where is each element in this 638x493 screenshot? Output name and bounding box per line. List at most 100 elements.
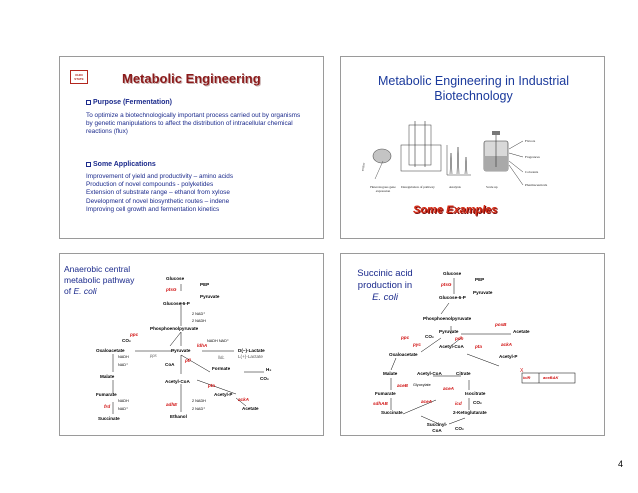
node-malate: Malate [100, 374, 115, 379]
gene-icd: icd [455, 401, 462, 406]
slide-title: Metabolic Engineering in Industrial Biot… [377, 74, 570, 103]
product-fragrances: Fragrances [525, 155, 540, 159]
label-nad1: 2 NAD⁺ [192, 312, 206, 316]
node-succinyl-coa: Succinyl-CoA [426, 422, 448, 433]
gene-aceB: aceB [397, 383, 408, 388]
node-oxaloacetate: Oxaloacetate [96, 348, 125, 353]
bioprocess-illustration [372, 121, 524, 186]
title-line: E. coli [345, 292, 425, 304]
node-pep-top: PEP [200, 282, 210, 287]
applications-heading: Some Applications [86, 161, 156, 168]
caption-deregulation: Deregulation of pathway [401, 185, 435, 189]
slide-title: Anaerobic central metabolic pathway of E… [64, 264, 154, 297]
title-line: metabolic pathway [64, 275, 135, 285]
application-item: Development of novel biosynthetic routes… [86, 197, 230, 205]
regulation-box [521, 372, 576, 384]
purpose-heading-text: Purpose (Fermentation) [93, 99, 172, 106]
label-co2: CO₂ [122, 338, 131, 343]
knockout-mark-icon: X [520, 368, 524, 374]
some-examples-heading: Some Examples [413, 204, 498, 216]
node-succinate: Succinate [381, 410, 403, 415]
node-acetate: Acetate [242, 406, 259, 411]
node-succinate: Succinate [98, 416, 120, 421]
node-oxaloacetate: Oxaloacetate [389, 352, 418, 357]
caption-analysis: Analysis [449, 185, 461, 189]
node-ethanol: Ethanol [170, 414, 187, 419]
label-nadh4: 2 NADH [192, 399, 206, 403]
product-flavors: Flavors [525, 139, 536, 143]
gene-aceA: aceA [443, 386, 454, 391]
checkbox-bullet-icon [86, 162, 91, 167]
label-co2c: CO₂ [455, 426, 464, 431]
title-line: Succinic acid [357, 268, 413, 279]
gene-pdh: pdh [455, 336, 464, 341]
node-formate: Formate [212, 366, 231, 371]
slide-title: Succinic acid production in E. coli [345, 268, 425, 304]
node-acetyl-coa: Acetyl-CoA [165, 379, 190, 384]
applications-heading-text: Some Applications [93, 161, 156, 168]
node-g6p: Glucose-6-P [439, 295, 466, 300]
node-isocitrate: Isocitrate [465, 391, 486, 396]
node-g6p: Glucose-6-P [163, 301, 190, 306]
checkbox-bullet-icon [86, 100, 91, 105]
node-citrate: Citrate [456, 371, 471, 376]
node-pep: Phosphoenolpyruvate [150, 326, 199, 331]
label-co2b: CO₂ [473, 400, 482, 405]
product-pharmaceuticals: Pharmaceuticals [525, 183, 548, 187]
gene-ptsG: ptsG [441, 282, 452, 287]
university-logo: OHIO STATE [70, 70, 88, 84]
label-nadh2: NADH [118, 355, 129, 359]
node-pep-top: PEP [475, 277, 485, 282]
vector-arrow-icon [374, 160, 384, 180]
node-glucose: Glucose [443, 271, 462, 276]
gene-adhE: adhE [166, 402, 178, 407]
title-line: Anaerobic central [64, 264, 131, 274]
gene-pps: pps [150, 353, 157, 358]
node-pyruvate-top: Pyruvate [200, 294, 220, 299]
node-coa: CoA [165, 362, 175, 367]
node-glyoxylate: Glyoxylate [413, 383, 431, 387]
label-co2b: CO₂ [260, 376, 269, 381]
organism-name: E. coli [372, 292, 398, 303]
application-item: Improving cell growth and fermentation k… [86, 205, 220, 213]
label-nad3: NAD⁺ [118, 407, 129, 411]
application-item: Extension of substrate range – ethanol f… [86, 189, 230, 197]
slide-title: Metabolic Engineering [122, 71, 261, 86]
application-item: Production of novel compounds - polyketi… [86, 181, 214, 189]
title-line: production in [357, 280, 413, 291]
gene-ppc: ppc [130, 332, 139, 337]
product-colorants: Colorants [525, 170, 539, 174]
label-co2: CO₂ [425, 334, 434, 339]
logo-lettering: OHIO STATE [74, 73, 84, 81]
node-l-lactate: L(+)-Lactate [238, 354, 263, 359]
title-word: of [64, 286, 72, 296]
gene-aceBAK: aceBAK [543, 375, 559, 380]
label-nadh3: NADH [118, 399, 129, 403]
page-number: 4 [618, 459, 624, 469]
node-malate: Malate [383, 371, 398, 376]
caption-scaleup: Scale up [486, 185, 498, 189]
purpose-heading: Purpose (Fermentation) [86, 99, 172, 106]
gene-sdhAB: sdhAB [373, 401, 388, 406]
gene-ackA: ackA [501, 342, 512, 347]
caption-heterologous: Heterologous gene expression [370, 185, 396, 193]
node-pyruvate-top: Pyruvate [473, 290, 493, 295]
label-h2: H₂ [266, 367, 272, 372]
gene-poxB: poxB [495, 322, 507, 327]
organism-name: E. coli [73, 286, 97, 296]
analysis-chart-icon [446, 145, 471, 176]
slide-metabolic-engineering: OHIO STATE Metabolic Engineering Purpose… [59, 56, 324, 239]
label-nad2: NAD⁺ [118, 363, 129, 367]
node-pep: Phosphoenolpyruvate [423, 316, 472, 321]
node-d-lactate: D(−)-Lactate [238, 348, 265, 353]
node-fumarate: Fumarate [96, 392, 117, 397]
label-nadh-nad: NADH NAD⁺ [207, 339, 229, 343]
pathway-arrows [112, 284, 264, 414]
node-acetyl-p: Acetyl-P [499, 354, 518, 359]
gene-frd: frd [104, 404, 111, 409]
application-item: Improvement of yield and productivity – … [86, 173, 234, 180]
gene-aceA-2: aceA [421, 399, 432, 404]
gene-pta: pta [475, 344, 482, 349]
gene-pfl: pfl [185, 358, 191, 363]
label-nadh1: 2 NADH [192, 319, 206, 323]
